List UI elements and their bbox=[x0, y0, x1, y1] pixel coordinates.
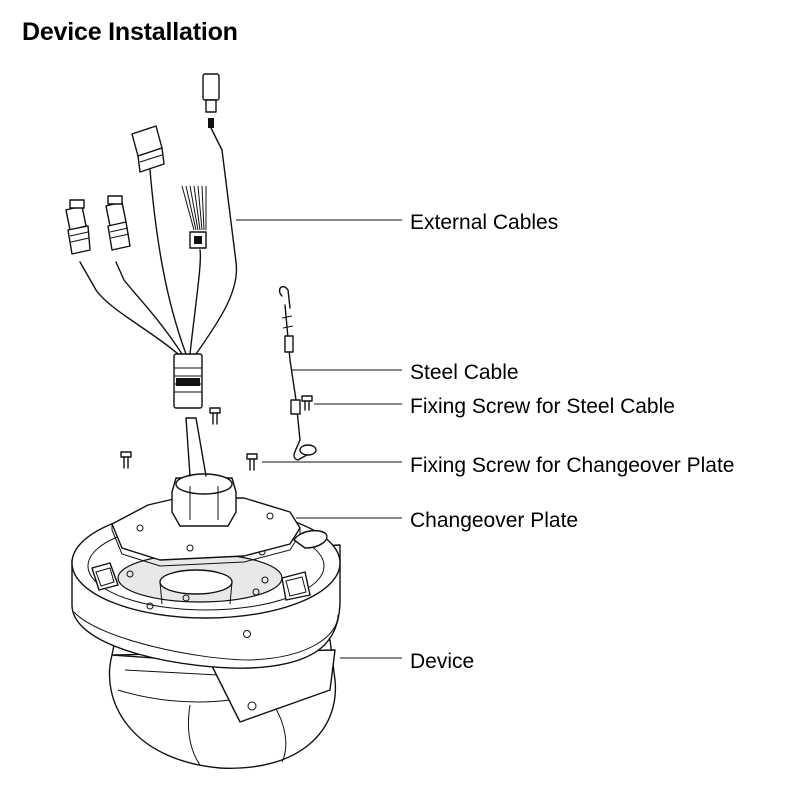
external-cables bbox=[65, 73, 238, 477]
label-device: Device bbox=[410, 650, 475, 673]
label-steel-cable: Steel Cable bbox=[410, 361, 519, 384]
label-external-cables: External Cables bbox=[410, 211, 559, 234]
label-changeover-plate: Changeover Plate bbox=[410, 509, 579, 532]
label-fixing-screw-changeover-plate: Fixing Screw for Changeover Plate bbox=[410, 454, 735, 477]
cable-hub bbox=[171, 473, 237, 527]
fixing-screw-plate-2 bbox=[120, 451, 132, 469]
fixing-screw-steel-cable bbox=[301, 395, 313, 411]
steel-cable bbox=[278, 286, 317, 461]
fixing-screw-plate-3 bbox=[246, 453, 258, 471]
fixing-screw-plate-1 bbox=[209, 407, 221, 425]
changeover-plate bbox=[111, 497, 328, 567]
leader-lines bbox=[236, 219, 402, 659]
page-title: Device Installation bbox=[22, 18, 238, 46]
label-fixing-screw-steel-cable: Fixing Screw for Steel Cable bbox=[410, 395, 675, 418]
